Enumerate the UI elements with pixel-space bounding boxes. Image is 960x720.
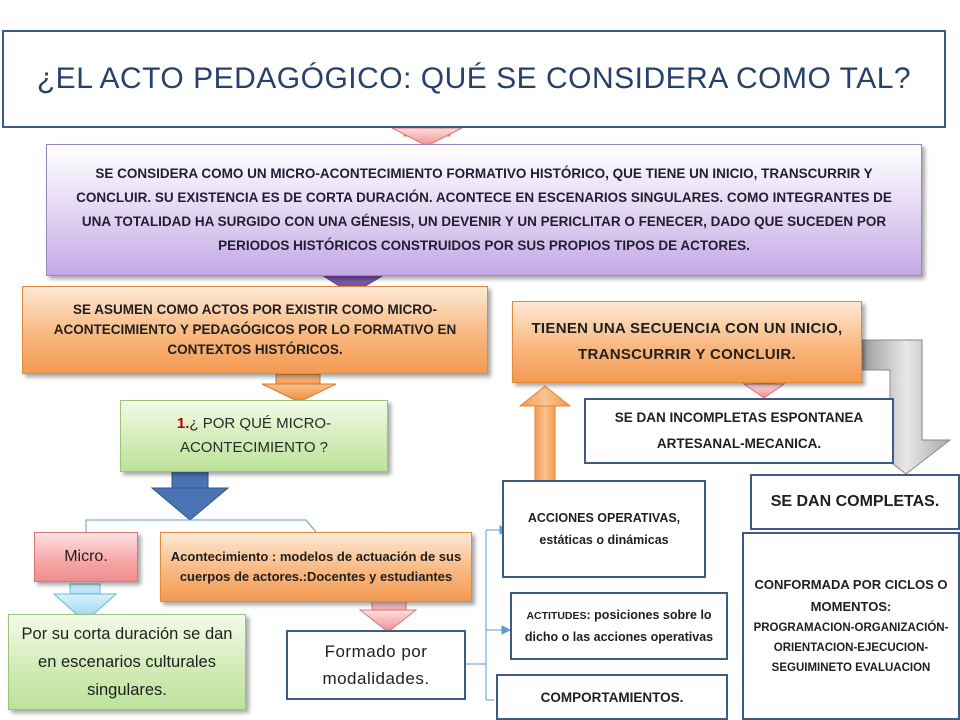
comportamientos-text: COMPORTAMIENTOS.: [540, 689, 684, 705]
phases-heading: CONFORMADA POR CICLOS O MOMENTOS:: [754, 577, 948, 614]
sequence-box: TIENEN UNA SECUENCIA CON UN INICIO, TRAN…: [512, 301, 862, 383]
phases-content: CONFORMADA POR CICLOS O MOMENTOS: PROGRA…: [750, 574, 952, 678]
why-question: ¿ POR QUÉ MICRO-ACONTECIMIENTO ?: [179, 415, 332, 456]
why-box: 1.¿ POR QUÉ MICRO-ACONTECIMIENTO ?: [120, 400, 388, 472]
phases-box: CONFORMADA POR CICLOS O MOMENTOS: PROGRA…: [742, 532, 960, 720]
why-number: 1.: [176, 415, 190, 432]
complete-box: SE DAN COMPLETAS.: [750, 474, 960, 530]
sequence-text: TIENEN UNA SECUENCIA CON UN INICIO, TRAN…: [531, 320, 843, 363]
incomplete-box: SE DAN INCOMPLETAS ESPONTANEA ARTESANAL-…: [584, 398, 894, 464]
branch-line: [85, 519, 317, 533]
incomplete-text: SE DAN INCOMPLETAS ESPONTANEA ARTESANAL-…: [614, 410, 864, 451]
acontecimiento-down-arrow: [358, 599, 418, 633]
acontecimiento-box: Acontecimiento : modelos de actuación de…: [160, 532, 472, 602]
micro-down-arrow: [52, 583, 118, 623]
page-title: ¿EL ACTO PEDAGÓGICO: QUÉ SE CONSIDERA CO…: [36, 62, 912, 95]
assume-text: SE ASUMEN COMO ACTOS POR EXISTIR COMO MI…: [53, 302, 457, 357]
comportamientos-box: COMPORTAMIENTOS.: [496, 674, 728, 720]
assume-down-arrow: [261, 373, 337, 403]
corta-duracion-box: Por su corta duración se dan en escenari…: [8, 614, 246, 710]
acciones-box: ACCIONES OPERATIVAS, estáticas o dinámic…: [502, 480, 706, 578]
definition-text: SE CONSIDERA COMO UN MICRO-ACONTECIMIENT…: [76, 166, 892, 253]
phases-list: PROGRAMACION-ORGANIZACIÓN-ORIENTACION-EJ…: [753, 622, 949, 674]
formado-text: Formado por modalidades.: [322, 642, 430, 688]
micro-text: Micro.: [64, 548, 108, 565]
actitudes-text: : posiciones sobre lo dicho o las accion…: [524, 607, 714, 644]
definition-box: SE CONSIDERA COMO UN MICRO-ACONTECIMIENT…: [46, 144, 922, 276]
acontecimiento-text: Acontecimiento : modelos de actuación de…: [170, 549, 462, 584]
actitudes-prefix: ACTITUDES: [526, 609, 587, 622]
title-box: ¿EL ACTO PEDAGÓGICO: QUÉ SE CONSIDERA CO…: [2, 30, 946, 128]
assume-box: SE ASUMEN COMO ACTOS POR EXISTIR COMO MI…: [22, 286, 488, 374]
formado-box: Formado por modalidades.: [286, 630, 466, 700]
corta-duracion-text: Por su corta duración se dan en escenari…: [21, 625, 233, 699]
micro-box: Micro.: [34, 532, 138, 582]
acciones-up-arrow: [518, 385, 572, 495]
acciones-text: ACCIONES OPERATIVAS, estáticas o dinámic…: [527, 511, 681, 547]
actitudes-box: ACTITUDES: posiciones sobre lo dicho o l…: [510, 592, 728, 660]
complete-text: SE DAN COMPLETAS.: [770, 493, 940, 510]
why-text: 1.¿ POR QUÉ MICRO-ACONTECIMIENTO ?: [125, 412, 383, 460]
why-down-arrow: [150, 465, 230, 521]
actitudes-content: ACTITUDES: posiciones sobre lo dicho o l…: [516, 605, 722, 648]
